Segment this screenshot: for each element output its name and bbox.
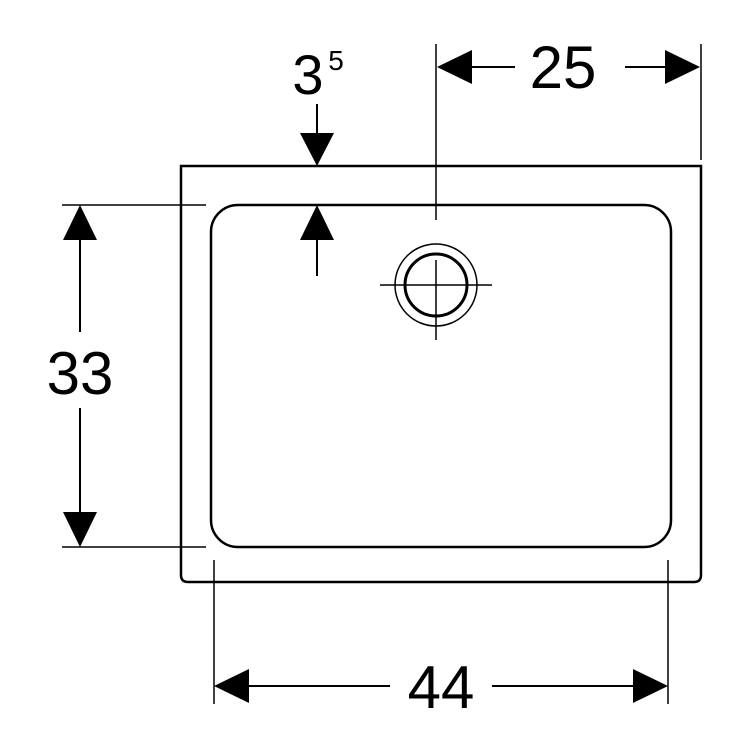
dimension-inner-height: 33 — [47, 205, 114, 547]
arrow-up-icon — [63, 205, 97, 240]
arrow-left-icon — [437, 50, 472, 84]
dimension-top-width: 25 — [437, 34, 700, 101]
extension-lines — [62, 44, 702, 704]
inner-basin — [209, 203, 673, 549]
dim-label-33: 33 — [47, 340, 114, 407]
dimension-inner-width: 44 — [214, 654, 668, 721]
arrow-down-icon — [63, 512, 97, 547]
dimension-rim-thickness: 3 5 — [292, 43, 344, 276]
drain-outlet-icon — [380, 243, 492, 340]
arrow-right-icon — [633, 669, 668, 703]
dim-label-3: 3 — [292, 43, 323, 106]
arrow-left-icon — [214, 669, 249, 703]
dim-label-44: 44 — [408, 654, 475, 721]
arrow-up-icon — [300, 205, 334, 240]
arrow-down-icon — [300, 133, 334, 166]
outer-rim — [179, 164, 703, 584]
arrow-right-icon — [665, 50, 700, 84]
sink-outline — [179, 164, 703, 584]
dim-label-25: 25 — [530, 34, 597, 101]
dim-label-3-superscript: 5 — [328, 45, 344, 76]
